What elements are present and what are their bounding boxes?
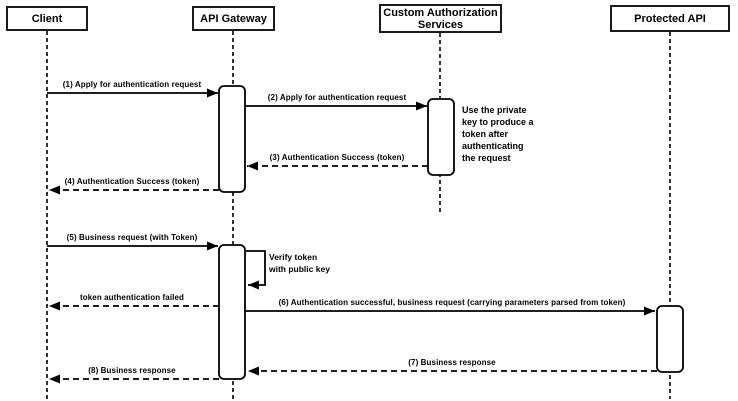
label-msg3: (3) Authentication Success (token)	[269, 153, 405, 162]
participant-custom-authorization-services: Custom Authorization Services	[379, 4, 502, 33]
activation-api-gateway-auth	[218, 85, 246, 193]
label-msg4: (4) Authentication Success (token)	[64, 177, 200, 186]
participant-protected-api: Protected API	[610, 5, 730, 32]
note-private-key: Use the private key to produce a token a…	[462, 105, 534, 163]
activation-protected-api	[656, 305, 684, 373]
participant-api-gateway: API Gateway	[192, 6, 275, 31]
label-token-auth-failed: token authentication failed	[79, 293, 185, 302]
activation-custom-authorization-services	[427, 98, 455, 176]
label-self-verify-token: Verify token with public key	[269, 252, 330, 274]
label-msg7: (7) Business response	[408, 358, 496, 367]
label-msg5: (5) Business request (with Token)	[66, 233, 198, 242]
participant-client: Client	[6, 6, 88, 31]
label-msg8: (8) Business response	[88, 366, 176, 375]
activation-api-gateway-business	[218, 244, 246, 380]
label-msg6: (6) Authentication successful, business …	[278, 298, 626, 307]
label-msg1: (1) Apply for authentication request	[62, 80, 202, 89]
label-msg2: (2) Apply for authentication request	[267, 93, 407, 102]
arrow-self-verify-token	[246, 250, 266, 290]
